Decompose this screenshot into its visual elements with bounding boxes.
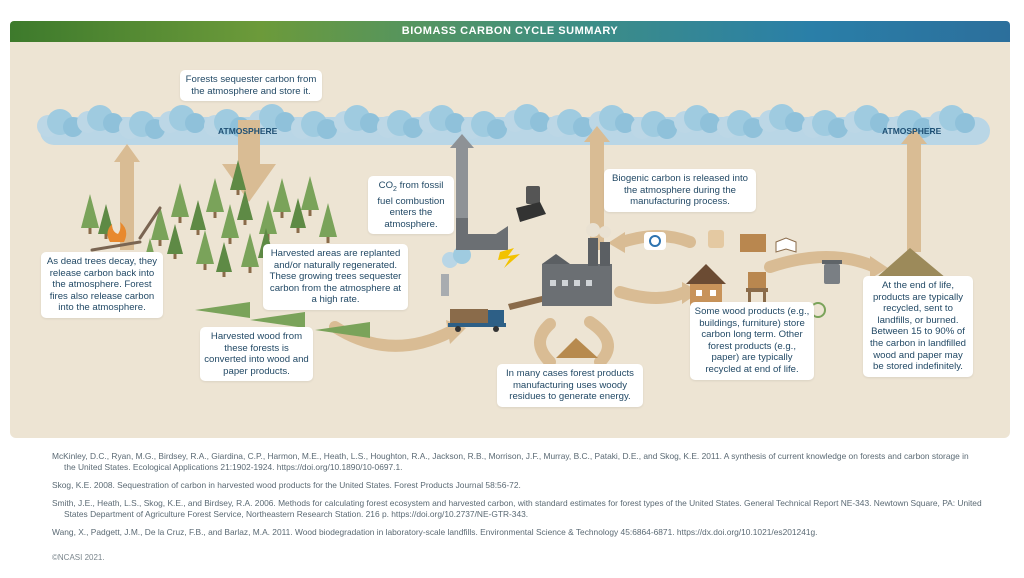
arrow-biogenic-up — [584, 126, 610, 250]
trash-can-icon — [822, 260, 842, 284]
caption-harvested: Harvested wood from these forests is con… — [200, 327, 313, 382]
log-truck-icon — [448, 309, 506, 332]
chair-icon — [746, 272, 768, 306]
house-icon — [686, 264, 726, 306]
debris-pile-icon — [876, 248, 946, 278]
caption-co2: CO2 from fossil fuel combustion enters t… — [368, 176, 454, 235]
atmosphere-label-left: ATMOSPHERE — [218, 126, 278, 136]
lightning-icon — [498, 248, 520, 268]
references: McKinley, D.C., Ryan, M.G., Birdsey, R.A… — [52, 451, 982, 545]
caption-decay: As dead trees decay, they release carbon… — [41, 252, 163, 318]
reference-item: Wang, X., Padgett, J.M., De la Cruz, F.B… — [52, 527, 818, 537]
co2-suffix: from fossil fuel combustion enters the a… — [377, 180, 445, 230]
mill-factory-icon — [508, 238, 612, 310]
copyright: ©NCASI 2021. — [52, 553, 105, 562]
diagram-title: BIOMASS CARBON CYCLE SUMMARY — [401, 25, 619, 37]
reference-item: Skog, K.E. 2008. Sequestration of carbon… — [52, 480, 521, 490]
diagram-artwork — [37, 104, 990, 368]
arrow-end-of-life-up — [901, 128, 927, 252]
coal-bucket-icon — [516, 186, 546, 222]
woody-residues-icon — [556, 338, 598, 358]
atmosphere-clouds — [37, 104, 990, 145]
recycle-icon — [644, 232, 666, 250]
co2-subscript: 2 — [393, 185, 397, 193]
caption-products: Some wood products (e.g., buildings, fur… — [690, 302, 814, 380]
caption-biogenic: Biogenic carbon is released into the atm… — [604, 169, 756, 212]
felled-trees — [195, 302, 370, 338]
fire-icon — [107, 222, 127, 242]
fallen-logs — [90, 206, 162, 252]
reference-item: Smith, J.E., Heath, L.S., Skog, K.E., an… — [52, 498, 982, 519]
atmosphere-label-right: ATMOSPHERE — [882, 126, 942, 136]
reference-item: McKinley, D.C., Ryan, M.G., Birdsey, R.A… — [52, 451, 969, 472]
caption-end-of-life: At the end of life, products are typical… — [863, 276, 973, 377]
caption-replanted: Harvested areas are replanted and/or nat… — [263, 244, 408, 310]
fossil-factory-icon — [456, 218, 508, 250]
exhaust-cloud — [441, 246, 471, 296]
caption-sequester: Forests sequester carbon from the atmosp… — [180, 70, 322, 102]
paper-products-icon — [708, 230, 797, 253]
steam-clouds — [586, 223, 611, 238]
arrow-fossil-up — [450, 134, 474, 218]
caption-residues: In many cases forest products manufactur… — [497, 364, 643, 407]
co2-prefix: CO — [378, 180, 394, 191]
title-banner: BIOMASS CARBON CYCLE SUMMARY — [10, 21, 1010, 42]
